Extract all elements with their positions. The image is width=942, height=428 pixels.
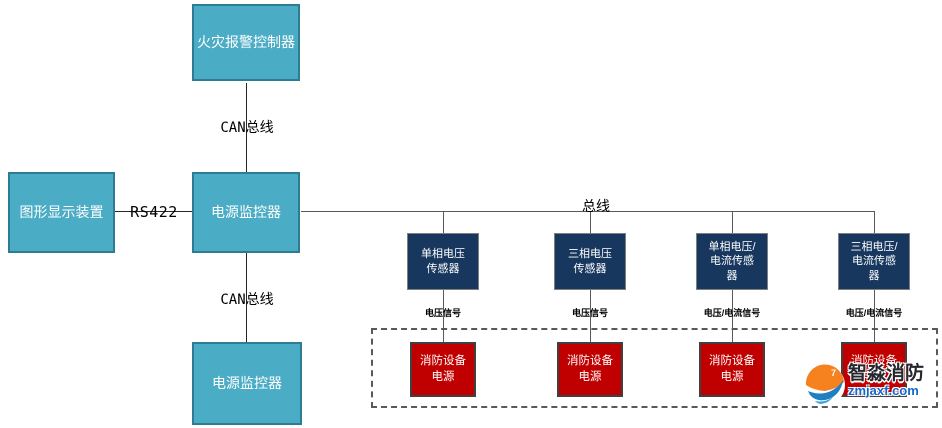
node-sensor-three-phase-voltage-current: 三相电压/ 电流传感 器 bbox=[838, 233, 910, 290]
signal-line-3 bbox=[732, 290, 733, 342]
bus-line bbox=[301, 211, 875, 212]
node-fire-equipment-power-3: 消防设备 电源 bbox=[699, 342, 765, 397]
edge-label-can-bus-bottom: CAN总线 bbox=[220, 292, 274, 308]
node-graphic-display-device: 图形显示装置 bbox=[8, 172, 115, 253]
node-fire-equipment-power-4: 消防设备 电源 bbox=[841, 342, 907, 397]
power-supply-group-border bbox=[371, 328, 938, 408]
node-fire-alarm-controller: 火灾报警控制器 bbox=[192, 4, 300, 81]
node-power-monitor: 电源监控器 bbox=[192, 172, 300, 253]
signal-label-voltage-2: 电压信号 bbox=[571, 308, 608, 318]
connector-monitor-to-bottom-monitor bbox=[246, 253, 247, 342]
bus-drop-1 bbox=[443, 211, 444, 233]
edge-label-rs422: RS422 bbox=[130, 203, 178, 221]
bus-drop-3 bbox=[732, 211, 733, 233]
signal-line-4 bbox=[874, 290, 875, 342]
svg-text:7: 7 bbox=[831, 368, 836, 378]
watermark-brand-name: 智淼消防 bbox=[848, 363, 925, 384]
signal-label-voltage-current-3: 电压/电流信号 bbox=[703, 308, 761, 318]
signal-line-2 bbox=[590, 290, 591, 342]
node-fire-equipment-power-1: 消防设备 电源 bbox=[410, 342, 476, 397]
watermark-logo-icon: 7 bbox=[804, 364, 846, 411]
signal-line-1 bbox=[443, 290, 444, 342]
bus-drop-2 bbox=[590, 211, 591, 233]
bus-drop-4 bbox=[874, 211, 875, 233]
node-fire-equipment-power-2: 消防设备 电源 bbox=[557, 342, 623, 397]
node-sensor-single-phase-voltage: 单相电压 传感器 bbox=[407, 233, 479, 290]
watermark: 7 智淼消防 zmjaxf.com bbox=[804, 363, 925, 411]
node-sensor-three-phase-voltage: 三相电压 传感器 bbox=[554, 233, 626, 290]
edge-label-bus: 总线 bbox=[582, 199, 610, 215]
connector-controller-to-monitor bbox=[246, 83, 247, 172]
node-sensor-single-phase-voltage-current: 单相电压/ 电流传感 器 bbox=[696, 233, 768, 290]
edge-label-can-bus-top: CAN总线 bbox=[220, 120, 274, 136]
signal-label-voltage-1: 电压信号 bbox=[424, 308, 461, 318]
signal-label-voltage-current-4: 电压/电流信号 bbox=[845, 308, 903, 318]
node-power-monitor-bottom: 电源监控器 bbox=[192, 342, 302, 425]
connector-display-to-monitor bbox=[115, 211, 192, 212]
watermark-site: zmjaxf.com bbox=[848, 382, 919, 398]
